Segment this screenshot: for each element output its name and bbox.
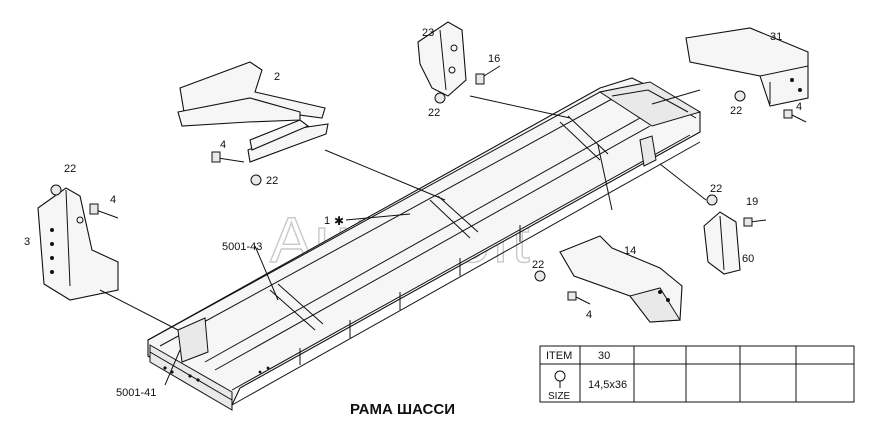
bracket-part-23: [417, 21, 467, 97]
label-part-23: 23: [422, 27, 434, 39]
label-part-16: 16: [488, 53, 500, 65]
label-5001-41: 5001-41: [116, 387, 156, 399]
bolt-icon: [475, 65, 501, 85]
bracket-part-14: [559, 235, 683, 323]
chassis-frame: [147, 77, 702, 411]
label-part-1: 1: [324, 215, 330, 227]
table-size-value: 14,5x36: [588, 379, 627, 391]
bracket-part-60: [703, 211, 741, 275]
label-part-60: 60: [742, 253, 754, 265]
label-part-22: 22: [532, 259, 544, 271]
bolt-icon: [211, 151, 245, 163]
table-size-header: SIZE: [548, 391, 571, 402]
bolt-icon: [567, 291, 591, 305]
label-part-19: 19: [746, 196, 758, 208]
bolt-icon: [554, 370, 566, 388]
bolt-icon: [89, 203, 119, 219]
label-part-22: 22: [266, 175, 278, 187]
diagram-title: РАМА ШАССИ: [350, 401, 455, 418]
nut-icon: [250, 174, 262, 186]
label-part-2: 2: [274, 71, 280, 83]
label-part-22: 22: [64, 163, 76, 175]
table-item-value: 30: [598, 350, 610, 362]
label-part-4: 4: [796, 101, 802, 113]
bracket-part-31: [685, 27, 809, 107]
label-part-3: 3: [24, 236, 30, 248]
asterisk-icon: ✱: [334, 214, 344, 228]
label-5001-43: 5001-43: [222, 241, 262, 253]
label-part-4: 4: [220, 139, 226, 151]
label-part-4: 4: [110, 194, 116, 206]
leader-lines: [99, 89, 707, 386]
bolt-icon: [783, 109, 807, 123]
label-part-22: 22: [730, 105, 742, 117]
parts-table: ITEM 30 SIZE 14,5x36: [539, 345, 855, 403]
nut-icon: [734, 90, 746, 102]
label-part-4: 4: [586, 309, 592, 321]
label-part-14: 14: [624, 245, 636, 257]
nut-icon: [534, 270, 546, 282]
nut-icon: [706, 194, 718, 206]
bracket-part-3: [37, 187, 119, 301]
table-item-header: ITEM: [546, 350, 572, 362]
bracket-part-2: [177, 61, 329, 163]
nut-icon: [434, 92, 446, 104]
label-part-31: 31: [770, 31, 782, 43]
nut-icon: [50, 184, 62, 196]
bolt-icon: [743, 217, 767, 227]
label-part-22: 22: [710, 183, 722, 195]
label-part-22: 22: [428, 107, 440, 119]
